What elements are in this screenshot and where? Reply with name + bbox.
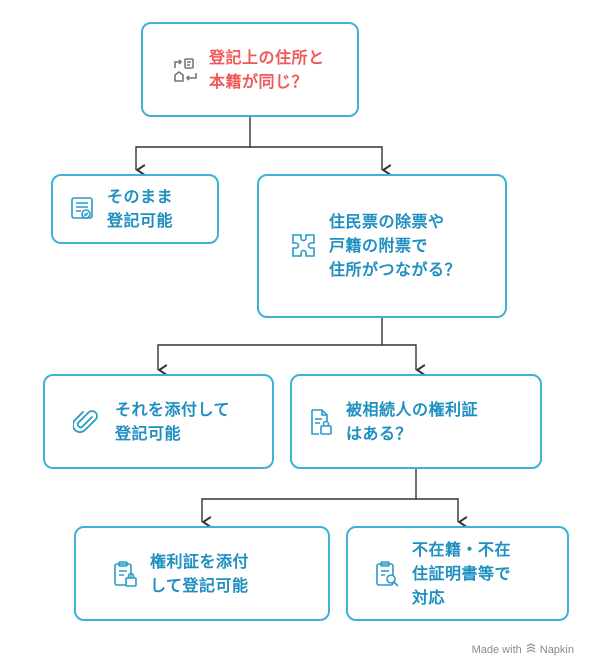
edge-linked-attach: [157, 318, 383, 376]
node-root-question: 登記上の住所と 本籍が同じ？: [141, 22, 359, 117]
node-label: そのまま 登記可能: [107, 187, 174, 230]
napkin-logo-icon: [526, 643, 536, 656]
node-label: 不在籍・不在 住証明書等で 対応: [412, 539, 512, 607]
puzzle-icon: [287, 231, 321, 261]
edge-cert-attach-cert: [201, 469, 417, 528]
edge-cert-proof: [416, 498, 468, 528]
node-same-ok: そのまま 登記可能: [51, 174, 219, 244]
node-label: 住民票の除票や 戸籍の附票で 住所がつながる？: [329, 212, 462, 279]
edge-root-linked: [250, 146, 392, 176]
watermark-prefix: Made with: [471, 643, 522, 656]
node-proof: 不在籍・不在 住証明書等で 対応: [346, 526, 569, 621]
node-attach: それを添付して 登記可能: [43, 374, 274, 469]
clipboard-search-icon: [372, 559, 402, 589]
node-label: 登記上の住所と 本籍が同じ？: [209, 47, 325, 91]
address-swap-icon: [171, 56, 201, 84]
node-cert-question: 被相続人の権利証 はある？: [290, 374, 542, 469]
edge-root-same-ok: [135, 117, 251, 176]
node-attach-cert: 権利証を添付 して登記可能: [74, 526, 330, 621]
paperclip-icon: [71, 408, 101, 436]
node-linked-question: 住民票の除票や 戸籍の附票で 住所がつながる？: [257, 174, 507, 318]
node-label: 被相続人の権利証 はある？: [346, 399, 479, 443]
certificate-icon: [67, 195, 97, 223]
locked-document-icon: [306, 407, 336, 437]
locked-clipboard-icon: [110, 559, 140, 589]
napkin-watermark: Made with Napkin: [472, 643, 574, 656]
watermark-brand: Napkin: [539, 643, 574, 656]
node-label: それを添付して 登記可能: [115, 399, 231, 443]
node-label: 権利証を添付 して登記可能: [150, 551, 250, 595]
edge-linked-cert: [382, 344, 426, 376]
